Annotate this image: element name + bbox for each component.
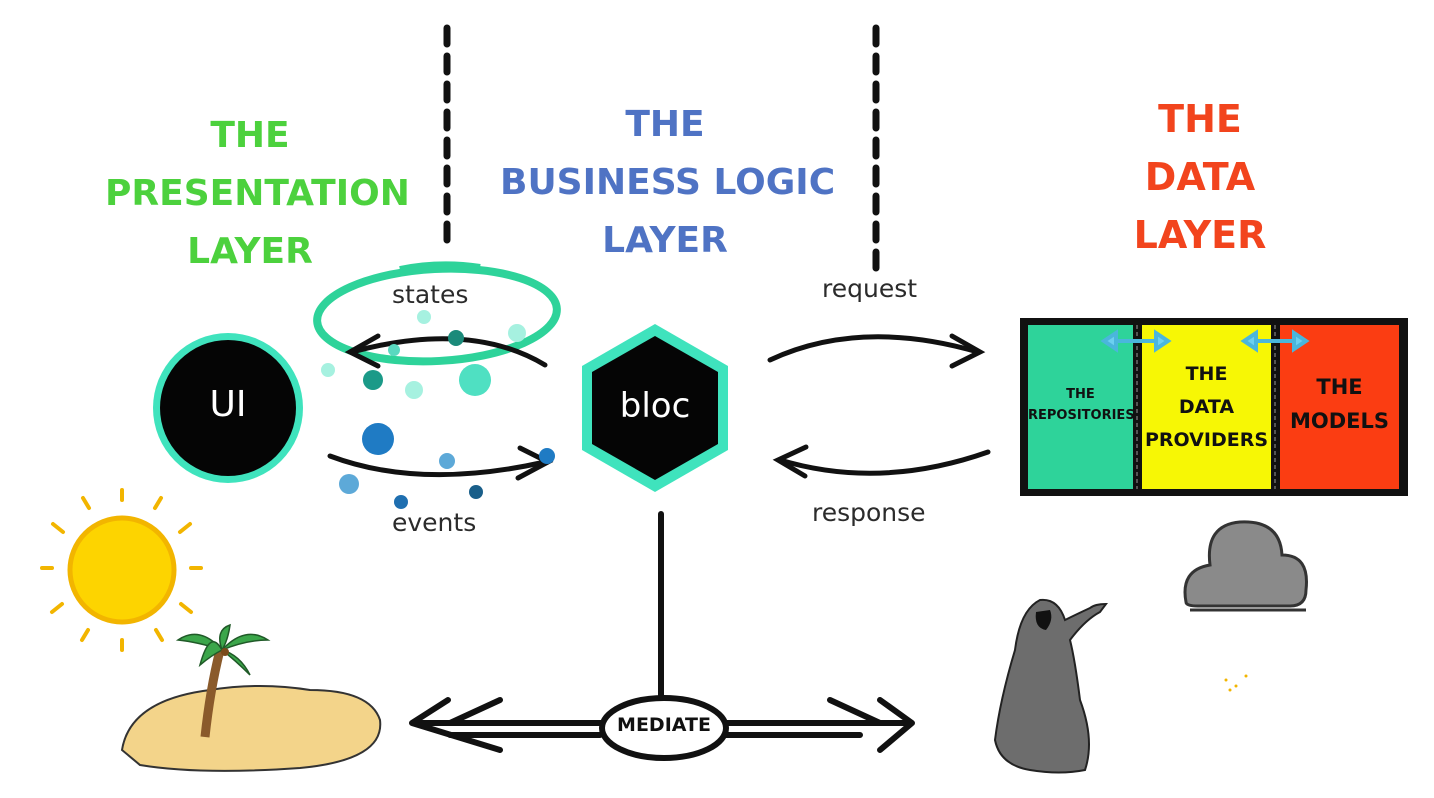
repositories-cell — [1028, 325, 1133, 489]
double-arrow-icon — [1240, 329, 1310, 353]
box-line: THE — [1316, 375, 1363, 399]
box-line: DATA — [1178, 396, 1235, 418]
data-dots — [321, 310, 555, 509]
highlight-stroke — [399, 261, 481, 274]
reaper-figure-icon — [993, 598, 1109, 774]
business-logic-layer-title: THE BUSINESS LOGIC LAYER — [500, 96, 836, 270]
response-arrow — [772, 444, 991, 479]
title-line: DATA — [1144, 155, 1256, 199]
data-providers-label: THE DATA PROVIDERS — [1142, 358, 1271, 457]
title-line: LAYER — [602, 220, 728, 261]
title-line: BUSINESS LOGIC — [500, 162, 836, 203]
mediate-connector — [409, 511, 915, 753]
events-label: events — [392, 508, 477, 537]
island-palm-icon — [120, 623, 382, 772]
request-arrow — [767, 333, 986, 369]
sparkle-dots — [1224, 674, 1248, 692]
ui-label: UI — [209, 384, 247, 425]
data-layer-title: THE DATA LAYER — [1100, 90, 1300, 264]
box-line: REPOSITORIES — [1028, 408, 1135, 423]
bloc-label: bloc — [619, 386, 691, 426]
request-label: request — [822, 274, 918, 303]
title-line: LAYER — [187, 231, 313, 272]
box-line: PROVIDERS — [1144, 429, 1269, 451]
presentation-layer-title: THE PRESENTATION LAYER — [105, 107, 410, 281]
title-line: LAYER — [1133, 213, 1267, 257]
events-arrow — [327, 445, 554, 481]
repositories-label: THE REPOSITORIES — [1028, 384, 1135, 426]
box-line: MODELS — [1289, 409, 1390, 433]
cloud-icon — [1183, 520, 1308, 612]
response-label: response — [812, 498, 926, 527]
mediate-badge — [599, 695, 729, 761]
title-line: THE — [625, 104, 705, 145]
sun-icon — [40, 488, 203, 652]
data-layer-box — [1020, 318, 1408, 496]
title-line: THE — [1158, 97, 1242, 141]
box-line: THE — [1185, 363, 1228, 385]
title-line: PRESENTATION — [105, 173, 410, 214]
models-cell — [1280, 325, 1399, 489]
ui-node — [153, 333, 303, 483]
data-providers-cell — [1142, 325, 1271, 489]
states-label: states — [392, 280, 469, 309]
title-line: THE — [210, 115, 290, 156]
double-arrow-icon — [1100, 329, 1172, 353]
box-line: THE — [1066, 387, 1095, 402]
bloc-node — [582, 324, 728, 492]
mediate-label: MEDIATE — [617, 714, 711, 736]
models-label: THE MODELS — [1280, 370, 1399, 438]
